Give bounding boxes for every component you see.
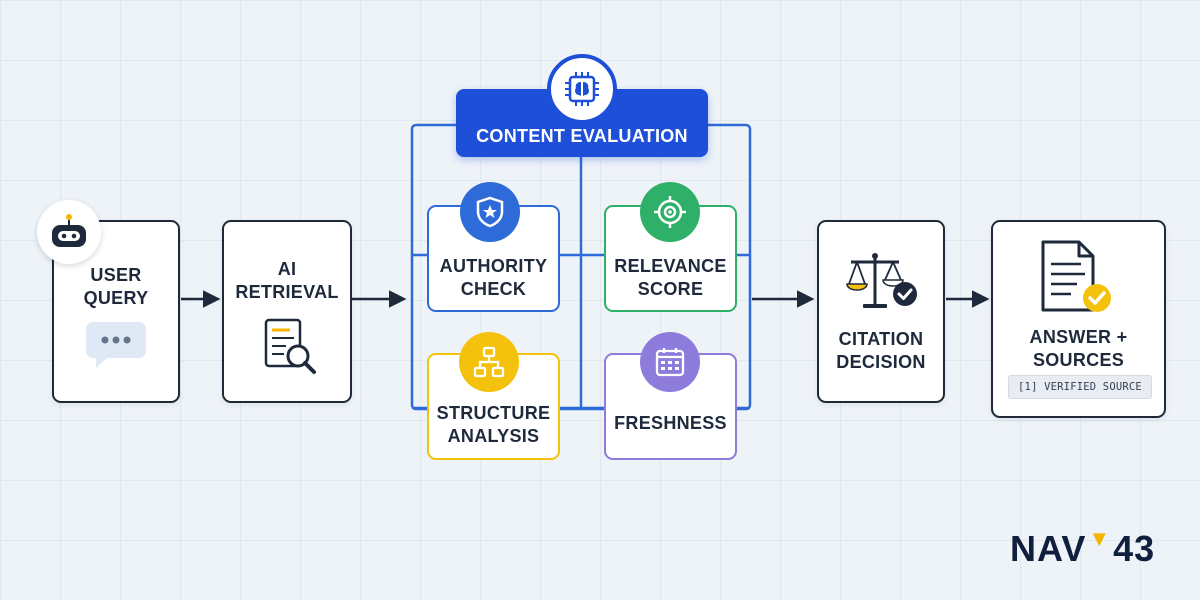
- brain-chip-icon: [547, 54, 617, 124]
- user-query-label: USER QUERY: [83, 265, 149, 308]
- calendar-icon: [640, 332, 700, 392]
- target-icon: [640, 182, 700, 242]
- document-search-icon: [264, 318, 316, 374]
- content-evaluation-label: CONTENT EVALUATION: [476, 125, 688, 146]
- shield-star-icon: [460, 182, 520, 242]
- ai-retrieval-label: AI RETRIEVAL: [235, 259, 339, 302]
- answer-sources-label: ANSWER + SOURCES: [1029, 327, 1128, 370]
- authority-check-label: AUTHORITY CHECK: [439, 256, 548, 299]
- document-check-icon: [1041, 240, 1111, 312]
- citation-decision-label: CITATION DECISION: [836, 329, 926, 372]
- relevance-score-label: RELEVANCE SCORE: [614, 256, 727, 299]
- logo-mark-icon: ▼: [1088, 526, 1112, 551]
- freshness-label: FRESHNESS: [614, 413, 727, 433]
- structure-analysis-label: STRUCTURE ANALYSIS: [436, 403, 551, 446]
- ai-retrieval-node: AI RETRIEVAL: [222, 220, 352, 403]
- nav43-logo: NAV ▼ 43: [1010, 526, 1156, 569]
- verified-source-badge: [1] VERIFIED SOURCE: [1008, 375, 1152, 399]
- scales-check-icon: [846, 253, 917, 308]
- hierarchy-icon: [459, 332, 519, 392]
- citation-decision-node: CITATION DECISION: [817, 220, 945, 403]
- robot-icon: [37, 200, 101, 264]
- chat-bubble-icon: [86, 322, 146, 368]
